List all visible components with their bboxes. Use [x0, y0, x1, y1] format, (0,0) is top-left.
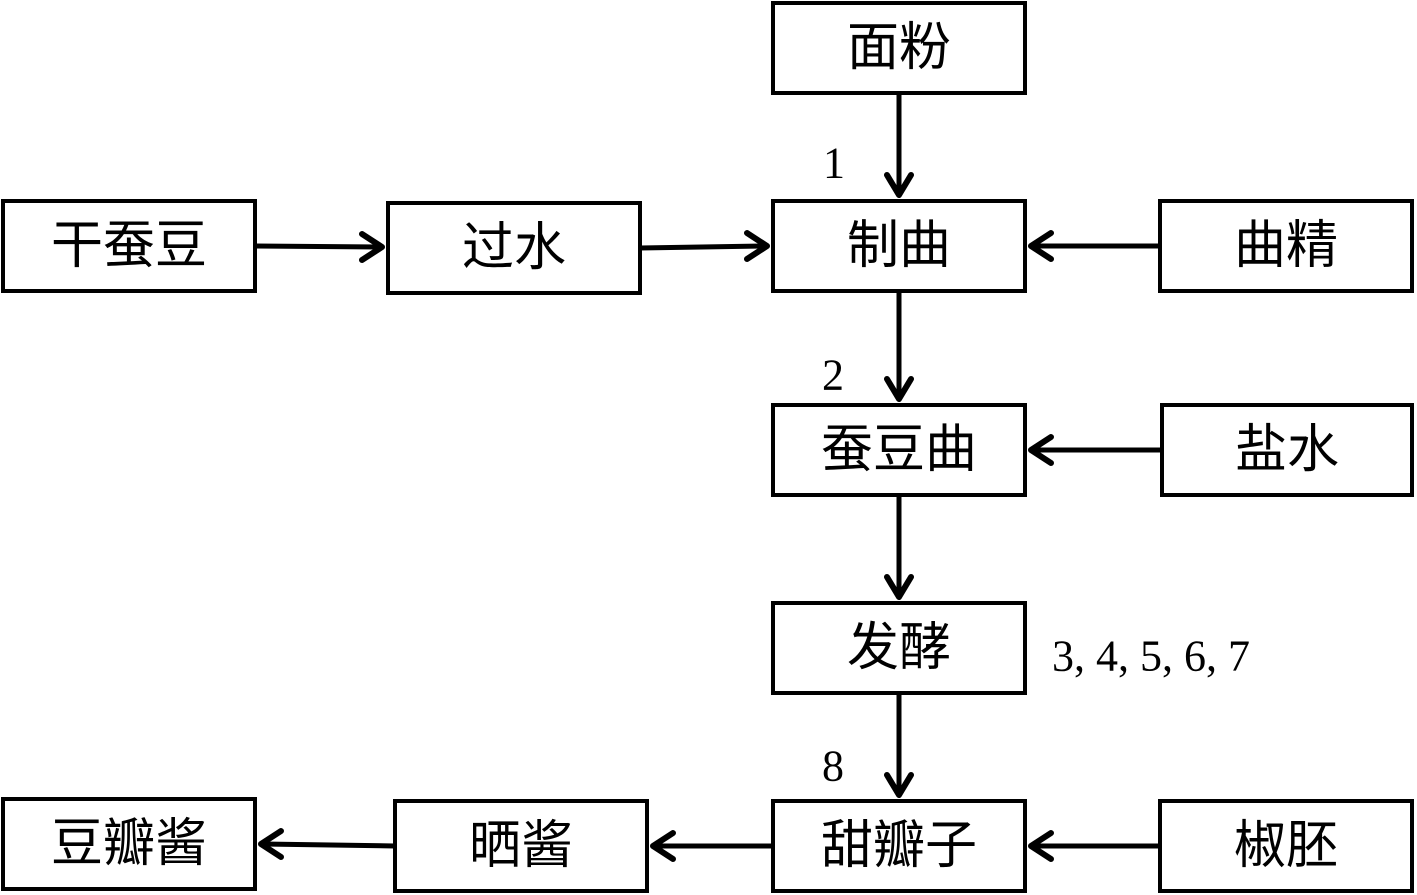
node-brine: 盐水 — [1160, 403, 1414, 497]
arrow-brine-to-bean-koji — [1028, 434, 1162, 466]
node-sun-drying-label: 晒酱 — [469, 816, 573, 876]
node-pepper-base: 椒胚 — [1158, 799, 1414, 893]
arrow-pepper-to-sweet-paste — [1028, 830, 1160, 862]
node-dry-broad-bean-label: 干蚕豆 — [51, 216, 207, 276]
node-koji-essence-label: 曲精 — [1234, 216, 1338, 276]
node-fermentation-label: 发酵 — [847, 618, 951, 678]
step-label-1: 1 — [823, 139, 845, 188]
node-dry-broad-bean: 干蚕豆 — [1, 199, 257, 293]
arrow-essence-to-koji — [1028, 230, 1160, 262]
node-koji-making-label: 制曲 — [847, 216, 951, 276]
node-pepper-base-label: 椒胚 — [1234, 816, 1338, 876]
node-flour: 面粉 — [771, 1, 1027, 95]
arrow-soak-to-koji — [639, 230, 770, 262]
node-soak-label: 过水 — [462, 218, 566, 278]
step-label-8: 8 — [822, 742, 844, 791]
arrow-flour-to-koji — [884, 93, 914, 198]
node-koji-essence: 曲精 — [1158, 199, 1414, 293]
arrow-bean-to-soak — [254, 231, 385, 263]
step-label-2: 2 — [822, 351, 844, 400]
step-label-3-7: 3, 4, 5, 6, 7 — [1052, 632, 1250, 681]
node-brine-label: 盐水 — [1235, 420, 1339, 480]
arrow-koji-to-bean-koji — [884, 291, 914, 402]
node-fermentation: 发酵 — [771, 601, 1027, 695]
node-sweet-bean-paste-label: 甜瓣子 — [821, 816, 977, 876]
arrow-bean-koji-to-fermentation — [884, 495, 914, 600]
node-flour-label: 面粉 — [847, 18, 951, 78]
node-sun-drying: 晒酱 — [393, 799, 649, 893]
node-sweet-bean-paste: 甜瓣子 — [771, 799, 1027, 893]
arrow-sweet-paste-to-sun-drying — [650, 830, 773, 862]
node-koji-making: 制曲 — [771, 199, 1027, 293]
arrow-sun-drying-to-doubanjiang — [258, 828, 396, 860]
arrow-fermentation-to-sweet-paste — [884, 693, 914, 798]
node-doubanjiang: 豆瓣酱 — [1, 797, 257, 891]
node-doubanjiang-label: 豆瓣酱 — [51, 814, 207, 874]
node-broad-bean-koji-label: 蚕豆曲 — [821, 420, 977, 480]
node-broad-bean-koji: 蚕豆曲 — [771, 403, 1027, 497]
node-soak: 过水 — [386, 201, 642, 295]
